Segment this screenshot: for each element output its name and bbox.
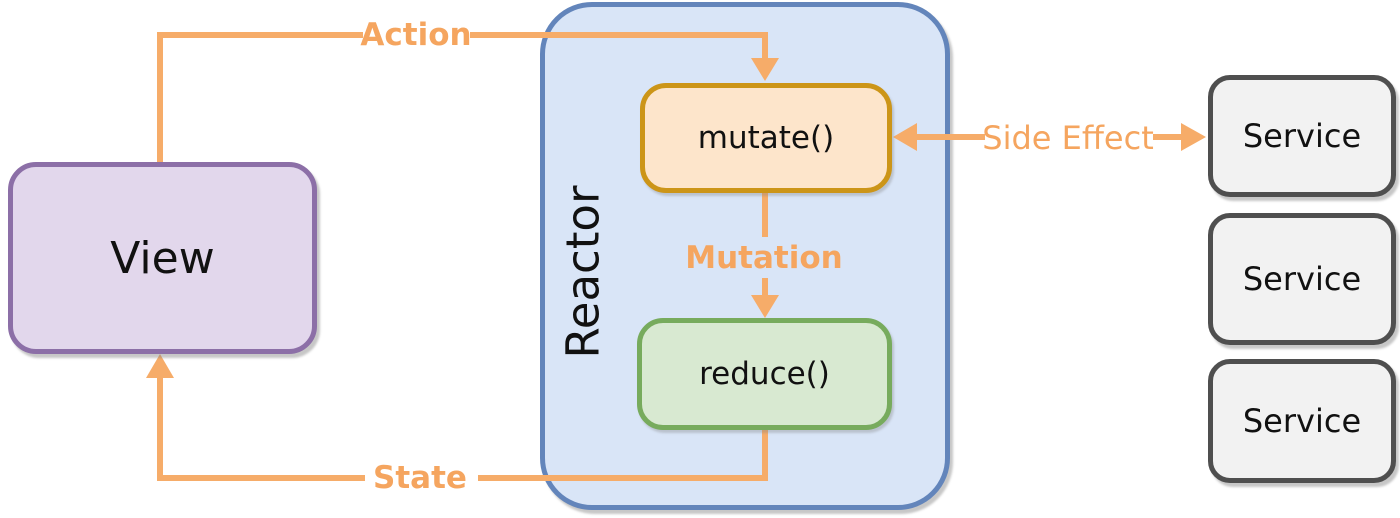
reduce-node-label: reduce(): [699, 356, 830, 392]
side-effect-arrowhead-right: [1181, 123, 1206, 151]
action-arrowhead: [751, 58, 779, 81]
state-flow-label: State: [373, 460, 467, 496]
state-arrow-segment-right: [478, 475, 768, 481]
action-arrow-segment-down: [762, 32, 768, 60]
side-effect-segment-right: [1153, 134, 1183, 140]
service-node-2: Service: [1208, 213, 1396, 345]
service-node-3: Service: [1208, 359, 1396, 483]
mutate-node: mutate(): [640, 83, 892, 193]
state-arrow-segment-down: [762, 428, 768, 481]
action-flow-label: Action: [360, 17, 472, 53]
service-node-1: Service: [1208, 75, 1396, 197]
service-node-3-label: Service: [1242, 402, 1362, 440]
side-effect-segment-left: [915, 134, 985, 140]
action-arrow-segment-vertical-from-view: [157, 32, 163, 165]
mutation-flow-label: Mutation: [685, 240, 843, 276]
action-arrow-segment-right: [470, 32, 768, 38]
view-node: View: [8, 162, 317, 354]
mutation-arrow-segment-bottom: [762, 278, 768, 297]
side-effect-arrowhead-left: [893, 123, 917, 151]
action-arrow-segment-left: [157, 32, 363, 38]
reduce-node: reduce(): [637, 318, 892, 430]
state-arrowhead: [146, 354, 174, 378]
mutation-arrow-segment-top: [762, 190, 768, 237]
side-effect-flow-label: Side Effect: [982, 119, 1154, 157]
service-node-2-label: Service: [1242, 260, 1362, 298]
mutate-node-label: mutate(): [697, 120, 835, 156]
state-arrow-segment-up: [157, 376, 163, 481]
view-node-label: View: [110, 232, 215, 284]
service-node-1-label: Service: [1242, 117, 1362, 155]
reactor-label: Reactor: [556, 185, 610, 359]
state-arrow-segment-left: [157, 475, 365, 481]
mutation-arrowhead: [751, 295, 779, 318]
